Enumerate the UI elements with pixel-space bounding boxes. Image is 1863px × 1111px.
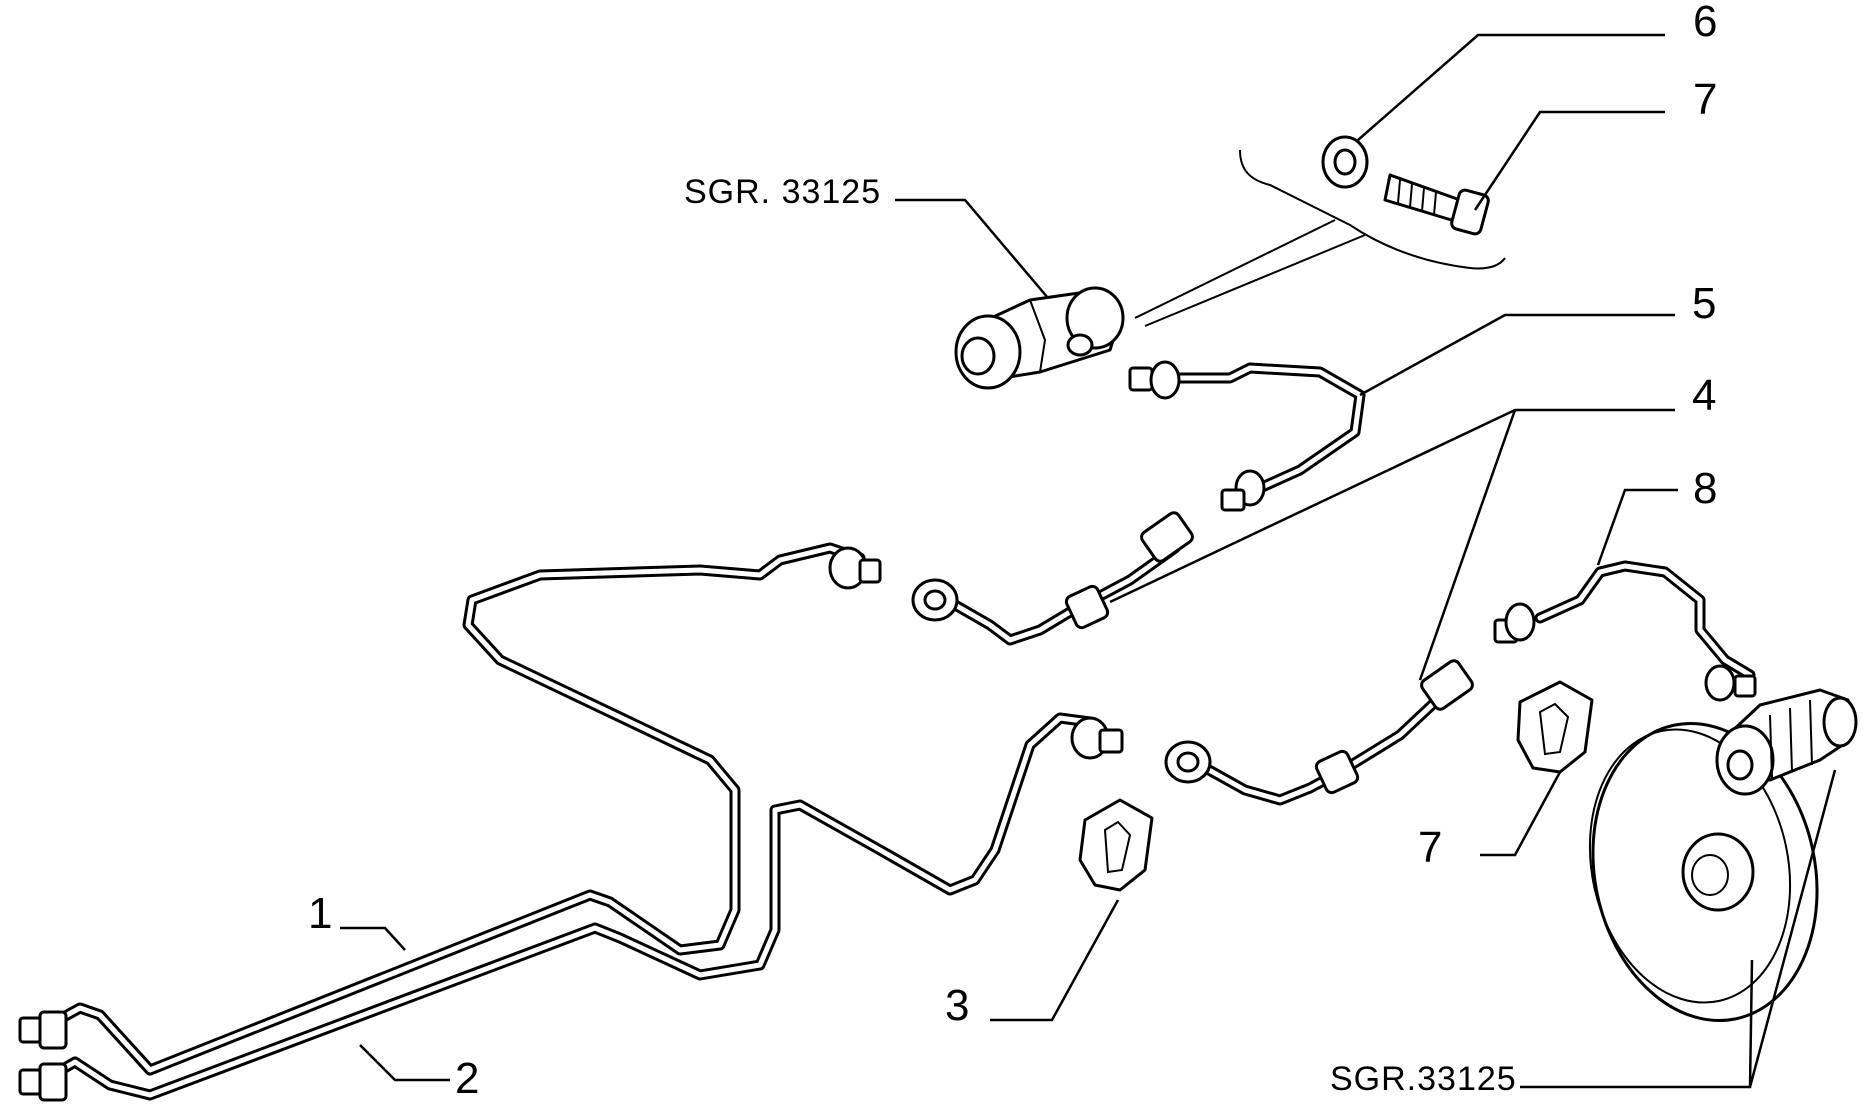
callout-7-clip: 7 [1418, 823, 1442, 872]
callout-1: 1 [308, 889, 332, 938]
leader-6 [1357, 33, 1665, 141]
washer-6 [1321, 135, 1369, 189]
callout-3: 3 [945, 981, 969, 1030]
leader-sgr-assembly [1520, 769, 1837, 1089]
reference-brake-assembly: SGR.33125 [1330, 1060, 1517, 1098]
callout-5: 5 [1692, 279, 1716, 328]
leader-8 [1596, 488, 1678, 566]
front-caliper-cylinder [1715, 688, 1858, 796]
leader-7-top [1473, 110, 1665, 211]
flexible-hose-4-lower [1164, 659, 1474, 806]
leader-1 [340, 926, 406, 951]
pipe-1-right-fitting [828, 546, 882, 590]
front-brake-disc-assembly [1588, 722, 1819, 1022]
leader-sgr-cylinder [895, 198, 1049, 299]
leader-4 [1109, 408, 1675, 681]
leader-5 [1359, 313, 1675, 397]
leader-7-clip [1480, 771, 1562, 857]
leader-3 [990, 899, 1120, 1022]
callout-2: 2 [455, 1054, 479, 1103]
pipe-2-right-fitting [1070, 716, 1124, 760]
callout-4: 4 [1692, 371, 1716, 420]
pipe-1-left-fitting [18, 1010, 68, 1050]
pipe-1-long [34, 542, 866, 1076]
pipe-8 [1493, 560, 1757, 702]
pipe-2-long [34, 712, 1116, 1101]
callout-6: 6 [1693, 0, 1717, 46]
rear-wheel-cylinder [954, 286, 1125, 390]
callout-7-top: 7 [1693, 75, 1717, 124]
bolt-7 [1383, 173, 1490, 236]
clip-3 [1078, 798, 1154, 892]
flexible-hose-4-upper [911, 511, 1194, 646]
leader-2 [359, 1044, 450, 1082]
pipe-5 [1128, 360, 1366, 512]
mounting-bracket-outline [1134, 149, 1506, 327]
clip-7 [1516, 680, 1594, 774]
callout-8: 8 [1693, 464, 1717, 513]
leader-lines [340, 33, 1837, 1089]
reference-wheel-cylinder: SGR. 33125 [684, 173, 881, 211]
pipe-2-left-fitting [18, 1062, 68, 1102]
